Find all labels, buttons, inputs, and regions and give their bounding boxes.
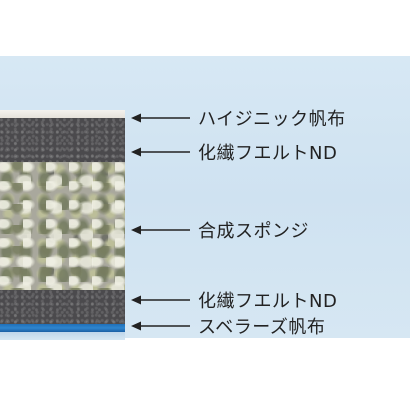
layer-base-edge [0, 332, 125, 340]
layer-sponge [0, 162, 125, 290]
callout-felt-upper: 化繊フエルトND [130, 140, 337, 164]
callout-label: ハイジニック帆布 [198, 109, 346, 130]
left-arrow-icon [131, 225, 190, 235]
callout-label: スベラーズ帆布 [198, 317, 326, 338]
left-arrow-icon [131, 113, 190, 123]
callout-label: 合成スポンジ [198, 221, 309, 242]
callout-sponge: 合成スポンジ [130, 218, 309, 242]
left-arrow-icon [131, 147, 190, 157]
callout-label: 化繊フエルトND [198, 291, 338, 312]
layer-hygienic-canvas [0, 110, 125, 118]
callout-label: 化繊フエルトND [198, 143, 338, 164]
layer-felt-upper [0, 118, 125, 162]
layer-cross-section [0, 110, 125, 340]
callout-felt-lower: 化繊フエルトND [130, 288, 337, 312]
layer-felt-lower [0, 290, 125, 324]
left-arrow-icon [131, 295, 190, 305]
left-arrow-icon [131, 321, 190, 331]
layer-suberaz-canvas [0, 324, 125, 332]
callout-hygienic-canvas: ハイジニック帆布 [130, 106, 346, 130]
callout-suberaz-canvas: スベラーズ帆布 [130, 314, 325, 338]
